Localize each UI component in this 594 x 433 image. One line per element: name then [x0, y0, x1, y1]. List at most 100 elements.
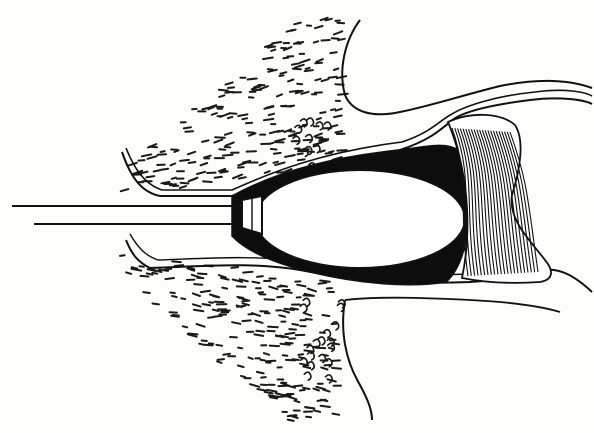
hatch-mark: [190, 179, 195, 180]
hatch-mark: [304, 350, 313, 351]
hatch-mark: [154, 170, 161, 171]
hatch-mark: [171, 164, 176, 166]
hatch-mark: [221, 171, 226, 172]
hatch-mark: [298, 159, 305, 160]
hatch-mark: [126, 272, 131, 274]
hatch-mark: [315, 26, 323, 28]
hatch-mark: [283, 355, 288, 356]
upper-lip-contour: [342, 20, 592, 114]
hatch-mark: [161, 182, 169, 183]
hatch-mark: [172, 261, 181, 262]
hatch-mark: [267, 390, 277, 392]
hatch-mark: [172, 296, 177, 297]
hatch-mark: [331, 109, 335, 110]
hatch-mark: [246, 123, 252, 124]
hatch-mark: [283, 58, 288, 59]
hatch-mark: [329, 348, 334, 349]
hatch-mark: [265, 392, 273, 394]
hatch-mark: [322, 40, 330, 41]
hatch-mark: [181, 183, 189, 184]
hatch-mark: [338, 94, 348, 95]
hatch-mark: [270, 346, 279, 347]
hatch-mark: [320, 281, 330, 282]
hatch-mark: [199, 344, 204, 345]
hatch-mark: [278, 131, 284, 132]
hatch-mark: [250, 384, 259, 387]
hatch-mark: [332, 360, 340, 361]
balloon: [255, 170, 465, 268]
hatch-mark: [315, 79, 320, 81]
hatch-mark: [209, 302, 213, 303]
hatch-mark: [222, 288, 227, 289]
hatch-mark: [292, 30, 296, 31]
hatch-mark: [272, 42, 281, 43]
hatch-mark: [261, 377, 266, 378]
hatch-mark: [274, 162, 279, 163]
hatch-mark: [285, 333, 294, 334]
hatch-mark: [295, 401, 300, 403]
hatch-mark: [313, 389, 319, 391]
hatch-mark: [303, 388, 310, 389]
hatch-mark: [189, 162, 196, 163]
hatch-mark: [321, 367, 327, 369]
hatch-mark: [152, 273, 157, 274]
hatch-mark: [334, 31, 342, 34]
hatch-mark: [212, 113, 217, 115]
hatch-mark: [213, 316, 222, 317]
hatch-mark: [142, 154, 151, 156]
hatch-mark: [202, 108, 207, 109]
hatch-mark: [314, 410, 320, 412]
hatch-mark: [257, 372, 264, 374]
hatch-mark: [228, 92, 235, 93]
hatch-mark: [269, 287, 277, 290]
hatch-mark: [242, 118, 247, 119]
hatch-mark: [289, 329, 296, 330]
hatch-mark: [237, 297, 243, 298]
hatch-mark: [294, 385, 303, 386]
hatch-mark: [256, 321, 263, 323]
hatch-mark: [225, 147, 231, 148]
hatch-mark: [277, 94, 282, 96]
hatch-mark: [194, 284, 202, 285]
hatch-mark: [295, 65, 304, 68]
hatch-mark: [215, 177, 222, 178]
hatch-mark: [306, 417, 311, 418]
hatch-mark: [279, 396, 288, 397]
hatch-mark: [308, 289, 316, 292]
hatch-mark: [300, 390, 305, 391]
hatch-mark: [121, 189, 129, 191]
hatch-mark: [257, 276, 263, 277]
hatch-mark: [219, 95, 224, 97]
hatch-mark: [271, 50, 275, 51]
hatch-mark: [290, 155, 295, 156]
hatch-mark: [142, 172, 147, 173]
hatch-mark: [158, 154, 167, 155]
hatch-mark: [203, 181, 212, 182]
hatch-mark: [292, 324, 298, 325]
hatch-mark: [143, 292, 150, 293]
hatch-mark: [317, 118, 321, 119]
hatch-mark: [232, 322, 240, 324]
hatch-mark: [274, 153, 281, 154]
hatch-mark: [264, 353, 269, 355]
hatch-mark: [318, 400, 326, 401]
hatch-mark: [322, 79, 329, 81]
hatch-mark: [170, 293, 174, 294]
hatch-mark: [161, 169, 168, 170]
hatch-mark: [249, 133, 256, 135]
hatch-mark: [337, 150, 346, 151]
hatch-mark: [254, 86, 258, 87]
hatch-mark: [185, 131, 193, 132]
hatch-mark: [329, 77, 337, 78]
hatch-mark: [197, 172, 205, 174]
hatch-mark: [216, 345, 222, 346]
hatch-mark: [180, 160, 189, 161]
hatch-mark: [184, 127, 191, 128]
hatch-mark: [132, 267, 138, 268]
hatch-mark: [304, 313, 312, 316]
hatch-mark: [314, 133, 322, 136]
hatch-mark: [226, 82, 233, 84]
hatch-mark: [326, 153, 332, 154]
hatch-mark: [320, 112, 325, 113]
hatch-mark: [243, 303, 249, 305]
